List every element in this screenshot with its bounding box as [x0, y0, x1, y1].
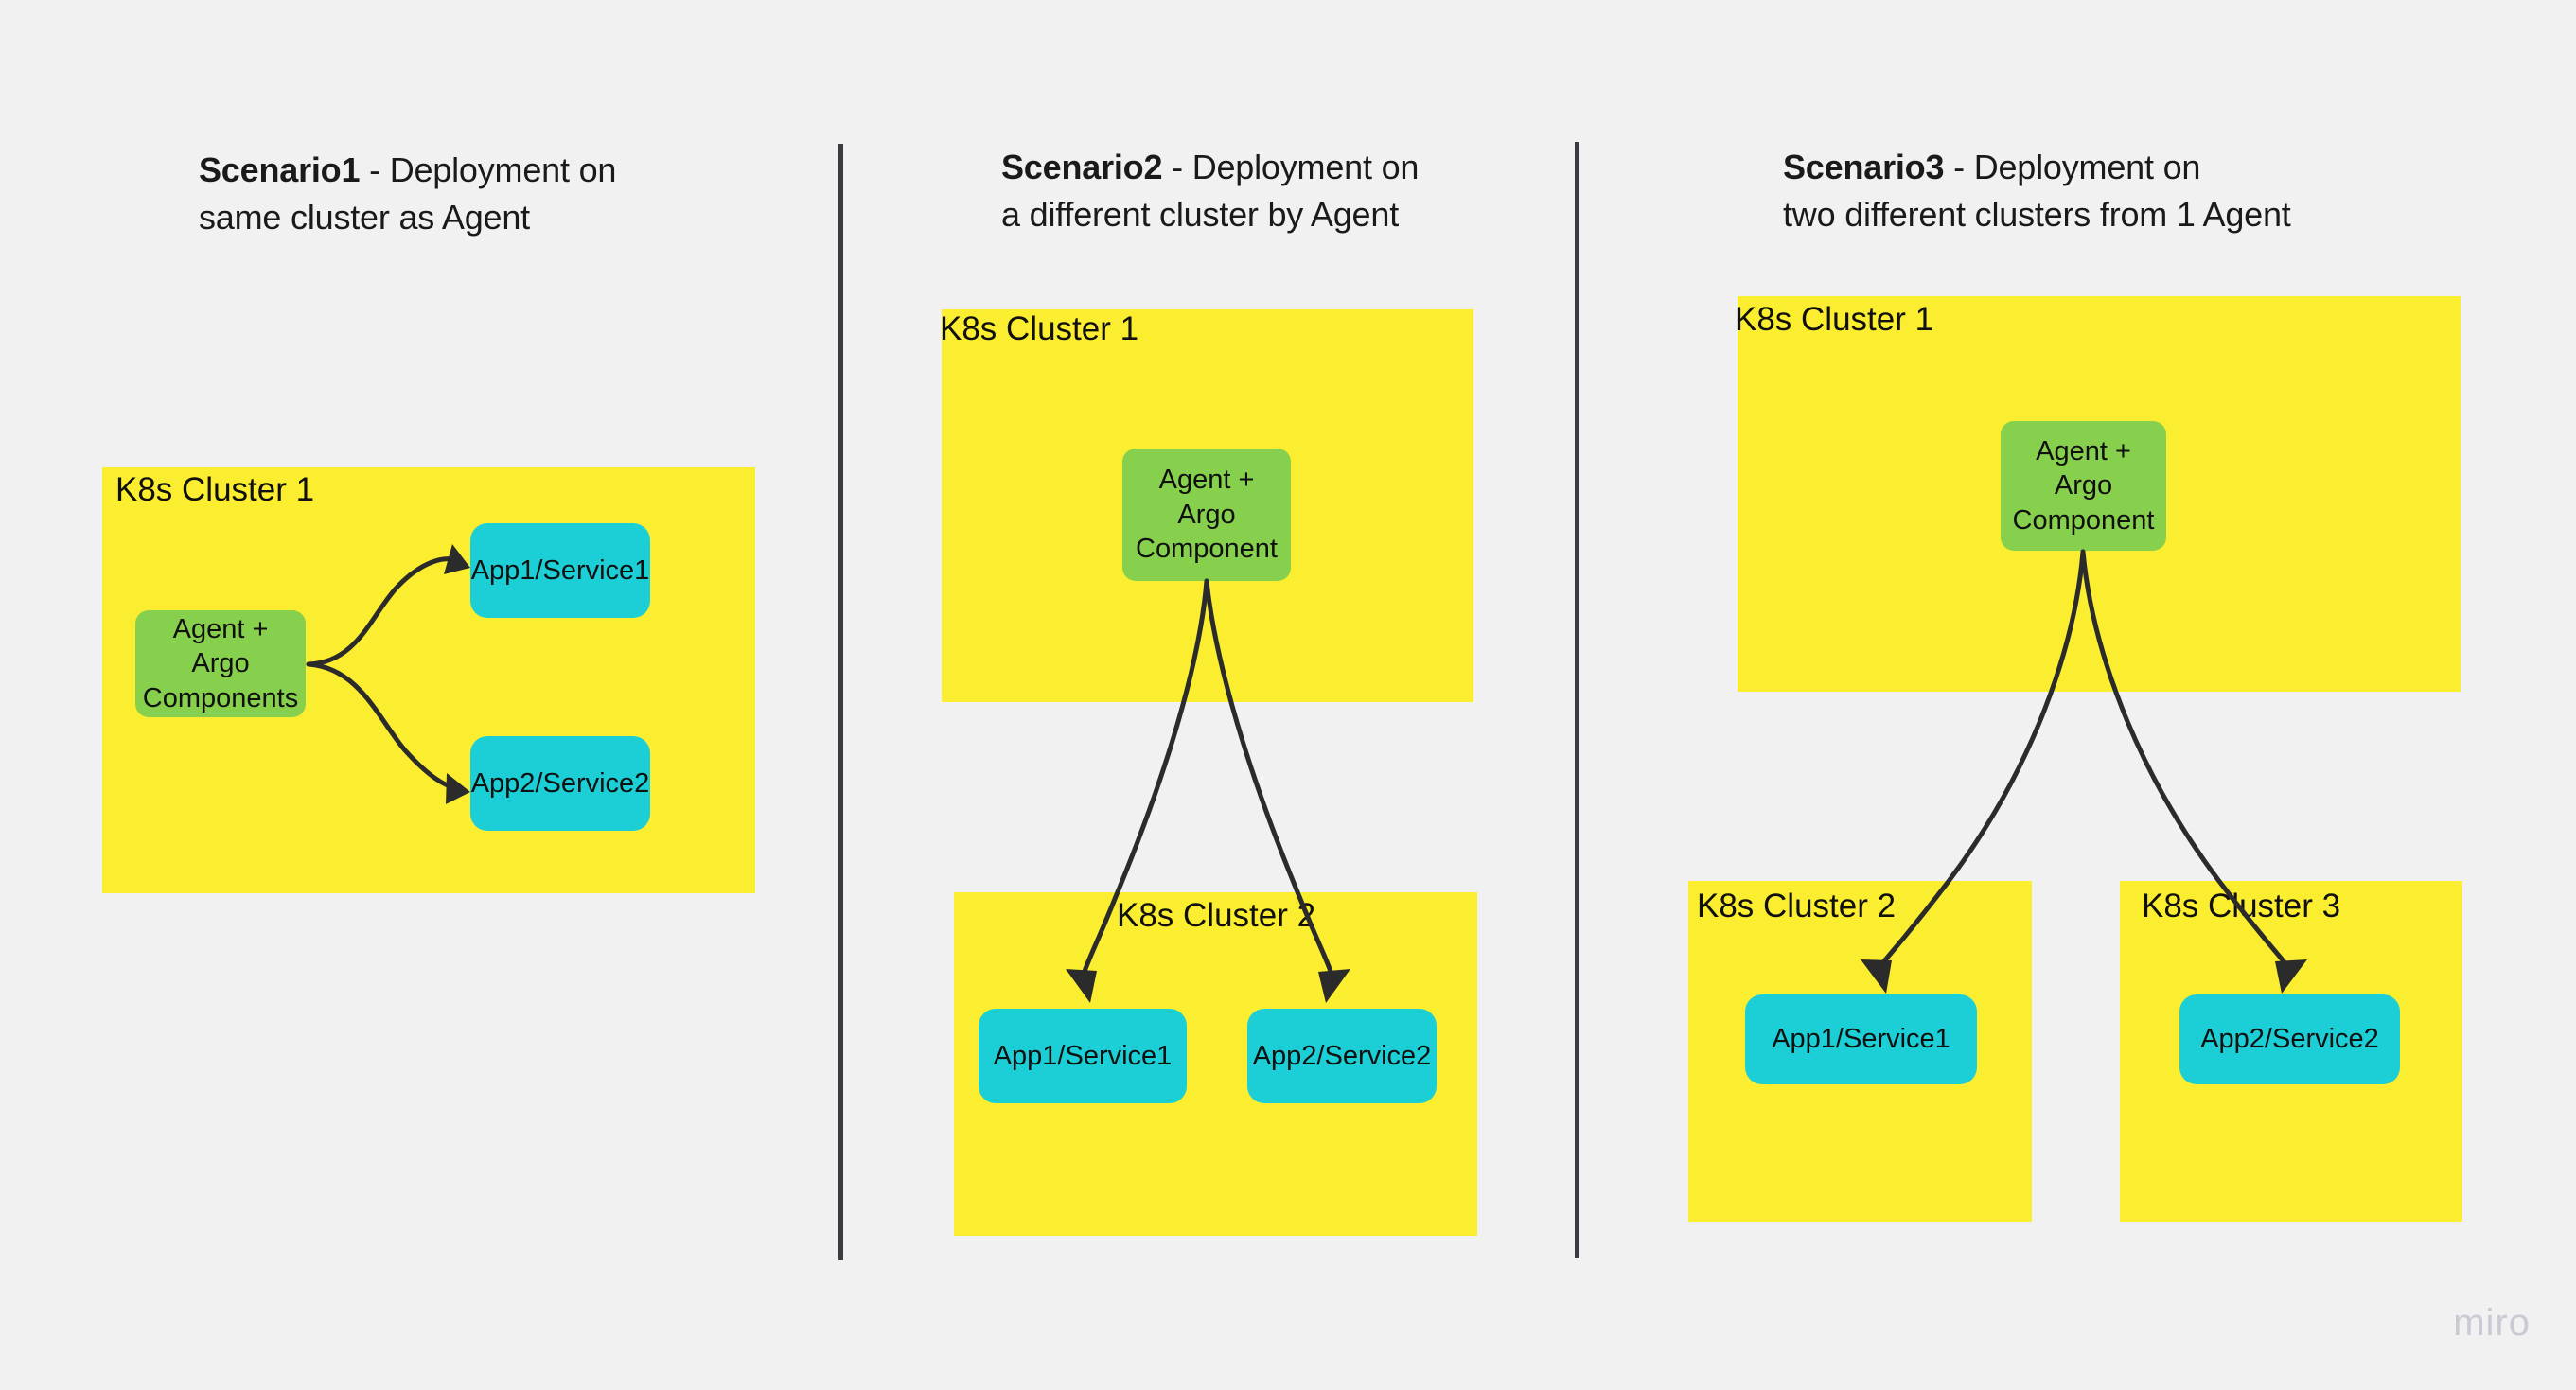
scenario3-title: Scenario3 - Deployment on two different … [1783, 144, 2291, 238]
s3-agent-argo-component-node[interactable]: Agent + Argo Component [2001, 421, 2166, 551]
s2-app1-service1-node[interactable]: App1/Service1 [979, 1009, 1187, 1103]
s3-cluster-3-label: K8s Cluster 3 [2142, 888, 2341, 924]
s3-cluster-2-label: K8s Cluster 2 [1697, 888, 1897, 924]
s3-app1-service1-node[interactable]: App1/Service1 [1745, 994, 1977, 1084]
s2-agent-argo-component-node[interactable]: Agent + Argo Component [1122, 449, 1291, 581]
scenario1-title-rest: - Deployment on same cluster as Agent [199, 150, 617, 237]
scenario3-title-rest: - Deployment on two different clusters f… [1783, 148, 2291, 234]
s2-cluster-2-label: K8s Cluster 2 [1117, 897, 1316, 934]
s2-app2-service2-node[interactable]: App2/Service2 [1247, 1009, 1437, 1103]
scenario3-title-bold: Scenario3 [1783, 148, 1945, 186]
miro-watermark: miro [2453, 1302, 2531, 1344]
scenario1-title-bold: Scenario1 [199, 150, 361, 189]
s2-cluster-1-label: K8s Cluster 1 [940, 310, 1139, 347]
s1-app2-service2-node[interactable]: App2/Service2 [470, 736, 650, 831]
scenario2-title: Scenario2 - Deployment on a different cl… [1001, 144, 1419, 238]
scenario1-title: Scenario1 - Deployment on same cluster a… [199, 147, 616, 240]
s1-agent-argo-components-node[interactable]: Agent + Argo Components [135, 610, 306, 717]
s1-app1-service1-node[interactable]: App1/Service1 [470, 523, 650, 618]
s3-cluster-1-label: K8s Cluster 1 [1735, 301, 1934, 338]
scenario-divider-2 [1575, 142, 1579, 1258]
s3-app2-service2-node[interactable]: App2/Service2 [2179, 994, 2400, 1084]
scenario2-title-rest: - Deployment on a different cluster by A… [1001, 148, 1420, 234]
s1-cluster-1-label: K8s Cluster 1 [115, 471, 315, 508]
scenario-divider-1 [838, 144, 843, 1260]
scenario2-title-bold: Scenario2 [1001, 148, 1163, 186]
